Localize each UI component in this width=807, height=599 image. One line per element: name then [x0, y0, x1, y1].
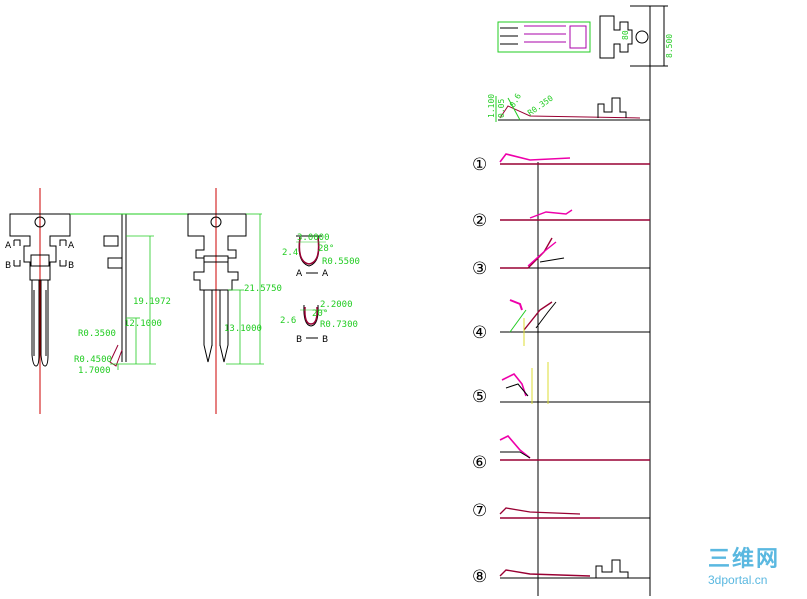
sec-aa-angle: 28° — [318, 244, 334, 254]
dim-tip-radius: R0.4500 — [74, 355, 112, 365]
section-label-a-left: A — [5, 241, 12, 251]
sec-aa-caption-right: A — [322, 269, 329, 279]
terminal-front-view-formed — [187, 188, 247, 414]
front-view-dimensions — [226, 213, 264, 365]
dim-lower: 13.1000 — [224, 324, 262, 334]
dim-d2: 0.05 — [497, 99, 506, 118]
profile-view — [495, 96, 650, 122]
section-a-a — [296, 235, 326, 274]
pilot-hole — [34, 216, 46, 228]
dim-d3: 0.6 — [508, 92, 523, 109]
step-markers: ① ② ③ ④ ⑤ ⑥ ⑦ ⑧ — [472, 155, 487, 587]
sec-bb-caption-right: B — [322, 335, 328, 345]
pilot-hole — [210, 216, 222, 228]
sec-bb-caption-left: B — [296, 335, 302, 345]
sec-aa-side: 2.4 — [282, 248, 298, 258]
dim-tip-height: 1.7000 — [78, 366, 111, 376]
dim-radius-top: R0.350 — [526, 94, 555, 118]
strip-plan-view — [497, 5, 668, 596]
section-label-b-right: B — [68, 261, 74, 271]
watermark-title: 三维网 — [708, 546, 780, 571]
dim-total: 21.5750 — [244, 284, 282, 294]
step-marker-4: ④ — [472, 323, 487, 343]
sec-aa-radius: R0.5500 — [322, 257, 360, 267]
dim-radius: R0.3500 — [78, 329, 116, 339]
step-marker-3: ③ — [472, 259, 487, 279]
step-marker-2: ② — [472, 211, 487, 231]
sec-bb-width: 2.2000 — [320, 300, 353, 310]
step-marker-6: ⑥ — [472, 453, 487, 473]
watermark-url: 3dportal.cn — [708, 573, 767, 587]
terminal-front-view — [9, 188, 71, 414]
section-b-b — [300, 304, 326, 339]
terminal-side-view — [70, 213, 190, 367]
dim-d1: 1.100 — [487, 94, 496, 118]
sec-bb-side: 2.6 — [280, 316, 296, 326]
sec-aa-width: 3.0000 — [297, 233, 330, 243]
stage-strips — [499, 153, 650, 579]
step-marker-8: ⑧ — [472, 567, 487, 587]
step-marker-5: ⑤ — [472, 387, 487, 407]
section-label-b-left: B — [5, 261, 11, 271]
side-view-dimensions — [110, 235, 156, 370]
sec-aa-caption-left: A — [296, 269, 303, 279]
dim-mid: 12.1000 — [124, 319, 162, 329]
step-marker-1: ① — [472, 155, 487, 175]
step-marker-7: ⑦ — [472, 501, 487, 521]
section-label-a-right: A — [68, 241, 75, 251]
dim-height: 80 — [621, 30, 630, 40]
sec-bb-radius: R0.7300 — [320, 320, 358, 330]
sec-bb-angle: 20° — [312, 309, 328, 319]
dim-overall: 8.500 — [665, 34, 674, 58]
dim-length: 19.1972 — [133, 297, 171, 307]
watermark: 三维网 3dportal.cn — [708, 546, 780, 587]
